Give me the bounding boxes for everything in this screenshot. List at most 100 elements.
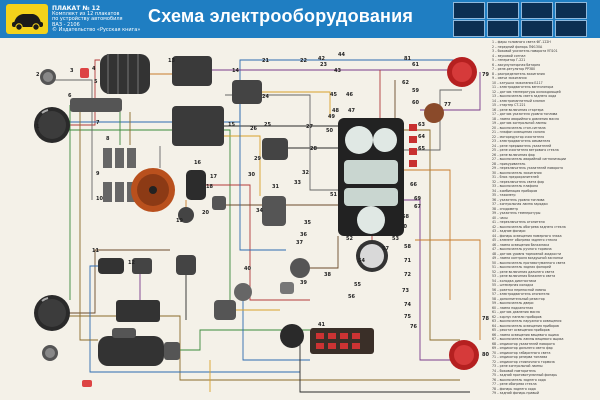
- component-number: 46: [346, 92, 353, 98]
- component-number: 44: [338, 52, 345, 58]
- wire: [404, 199, 450, 361]
- side-turn-lamp: [40, 69, 56, 85]
- component-number: 55: [354, 282, 361, 288]
- component-number: 41: [318, 322, 325, 328]
- headlight-left-bottom: [34, 295, 70, 331]
- front-marker-lamp: [80, 68, 89, 78]
- legend-item: 23 – электродвигатель омывателя: [492, 139, 551, 143]
- component-number: 54: [358, 258, 365, 264]
- component-number: 40: [244, 266, 251, 272]
- component-number: 29: [254, 156, 261, 162]
- switch-small: [280, 282, 294, 294]
- thumbnail-image: [487, 20, 519, 37]
- poster-subtitle-line: ВАЗ - 2106: [52, 21, 80, 28]
- instrument-cluster: [338, 118, 404, 236]
- component-number: 63: [418, 122, 425, 128]
- component-number: 30: [248, 172, 255, 178]
- component-number: 43: [334, 68, 341, 74]
- component-number: 15: [228, 122, 235, 128]
- component-number: 39: [300, 280, 307, 286]
- legend-item: 68 – индикатор указателей поворота: [492, 341, 555, 346]
- component-number: 65: [418, 146, 425, 152]
- thumbnail-image: [555, 20, 587, 37]
- component-number: 80: [482, 352, 489, 358]
- component-number: 59: [412, 88, 419, 94]
- legend-item: 56 – розетка переносной лампы: [492, 287, 546, 292]
- voltage-regulator: [172, 56, 212, 86]
- legend-item: 24 – реле прерыватель указателей: [492, 143, 552, 148]
- component-number: 45: [330, 92, 337, 98]
- legend-item: 66 – лампа освещения вещевого ящика: [492, 332, 559, 337]
- wire: [60, 249, 170, 314]
- legend-item: 26 – реле включения фар: [492, 152, 535, 157]
- legend-item: 79 – задний фонарь правый: [492, 391, 539, 395]
- component-number: 62: [402, 80, 409, 86]
- component-number: 74: [404, 302, 411, 308]
- component-number: 7: [96, 120, 100, 126]
- ignition-coil: [186, 170, 206, 200]
- component-number: 71: [404, 258, 411, 264]
- component-number: 1: [36, 124, 40, 130]
- component-number: 42: [318, 56, 325, 62]
- rear-lamp-bottom: [449, 340, 479, 370]
- bottom-fuse-panel: [310, 328, 374, 354]
- poster-number: ПЛАКАТ № 12: [52, 5, 101, 12]
- wire: [60, 59, 100, 126]
- legend-item: 28 – прикуриватель: [492, 161, 526, 166]
- wire: [224, 135, 261, 196]
- component-number: 26: [250, 126, 257, 132]
- legend-item: 32 – переключатель света фар: [492, 179, 545, 184]
- component-number: 19: [176, 218, 183, 224]
- component-number: 21: [262, 58, 269, 64]
- component-number: 72: [404, 272, 411, 278]
- component-number: 52: [346, 236, 353, 242]
- component-number: 75: [404, 314, 411, 320]
- rear-lamp-top: [447, 57, 477, 87]
- legend-item: 38 – спидометр: [492, 206, 518, 211]
- component-number: 3: [70, 68, 74, 74]
- legend-item: 44 – фонарь освещения номерного знака: [492, 233, 562, 238]
- wiring-diagram: 1 2 3 4 5 6 7 8 9 10 11 12 13 14 15 16 1…: [34, 52, 489, 393]
- component-number: 60: [412, 100, 419, 106]
- wire: [89, 265, 300, 373]
- front-marker-lamp: [82, 380, 92, 387]
- component-number: 58: [404, 244, 411, 250]
- component-number: 70: [400, 224, 407, 230]
- horn-round: [424, 103, 444, 123]
- component-number: 16: [194, 160, 201, 166]
- legend-item: 72 – индикатор стояночного тормоза: [492, 359, 555, 364]
- legend-item: 22 – моторедуктор очистителя: [492, 134, 545, 139]
- thumbnail-image: [521, 2, 553, 19]
- legend-item: 19 – датчик контрольной лампы: [492, 121, 547, 125]
- wire: [225, 94, 338, 191]
- legend-item: 65 – реостат освещения приборов: [492, 328, 550, 332]
- legend-item: 48 – датчик уровня тормозной жидкости: [492, 251, 562, 256]
- legend-item: 18 – лампа аварийного давления масла: [492, 116, 559, 121]
- component-number: 17: [210, 174, 217, 180]
- legend-item: 1 – фары головного света ФГ-122Н: [492, 40, 551, 44]
- legend-item: 4 – звуковой сигнал: [492, 53, 526, 58]
- legend-item: 74 – боковой повторитель: [492, 368, 536, 373]
- legend-item: 69 – индикатор дальнего света фар: [492, 346, 553, 350]
- ignition-distributor: [131, 168, 175, 212]
- component-number: 66: [410, 182, 417, 188]
- switch-column: [409, 124, 417, 167]
- component-number: 22: [300, 58, 307, 64]
- component-number: 69: [414, 196, 421, 202]
- component-number: 2: [36, 72, 40, 78]
- component-number: 32: [302, 170, 309, 176]
- legend-item: 6 – аккумуляторная батарея: [492, 62, 541, 67]
- component-number: 20: [202, 210, 209, 216]
- fuse-block: [172, 106, 224, 146]
- legend-item: 49 – лампа контроля воздушной заслонки: [492, 256, 563, 260]
- component-number: 50: [326, 128, 333, 134]
- component-number: 73: [402, 288, 409, 294]
- legend-item: 11 – электродвигатель вентилятора: [492, 85, 554, 89]
- component-number: 47: [348, 108, 355, 114]
- component-number: 28: [310, 146, 317, 152]
- wire: [404, 169, 451, 300]
- wire: [299, 336, 470, 393]
- legend-item: 61 – датчик давления масла: [492, 310, 540, 314]
- component-number: 68: [402, 214, 409, 220]
